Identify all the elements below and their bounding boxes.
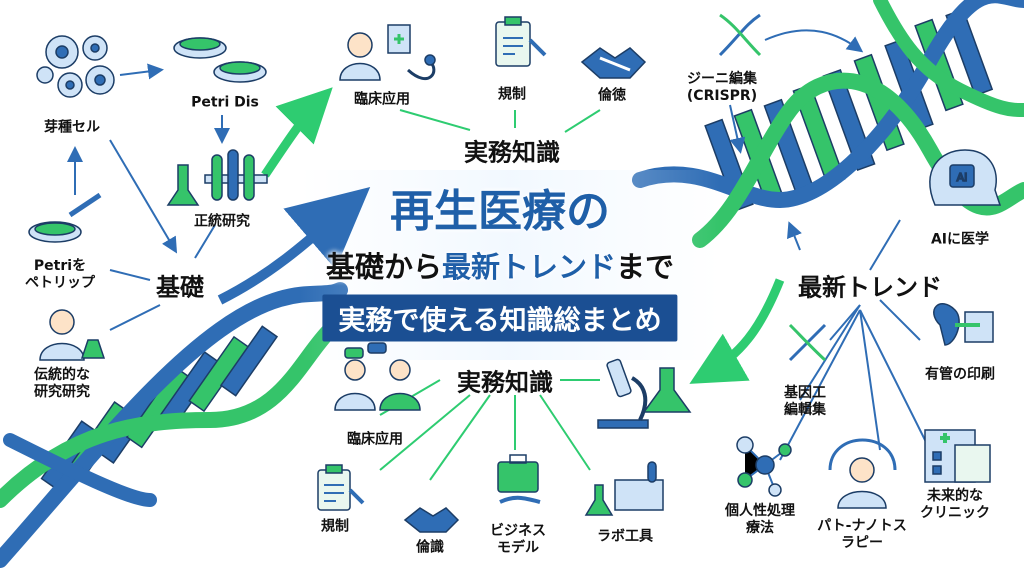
microscope-icon bbox=[597, 358, 692, 429]
test-tubes-icon bbox=[166, 149, 268, 206]
subtitle: 基礎から最新トレンドまで bbox=[326, 244, 674, 286]
label-nano: パト-ナノトス ラピー bbox=[817, 518, 907, 551]
clipboard-icon bbox=[495, 16, 547, 67]
ai-head-icon: AI bbox=[929, 149, 1002, 206]
label-petri-wo: Petriを ペトリップ bbox=[25, 258, 95, 291]
nano-doctor-icon bbox=[828, 438, 897, 509]
dna-icon bbox=[718, 13, 762, 57]
kidney-print-icon bbox=[933, 303, 994, 346]
scientist-icon bbox=[39, 309, 106, 361]
label-kisei-top: 規制 bbox=[498, 86, 526, 103]
lab-equipment-icon bbox=[584, 461, 664, 516]
doctor-icon bbox=[339, 24, 436, 81]
label-gasaibo: 芽種セル bbox=[44, 119, 100, 136]
dna-helix-left bbox=[0, 282, 348, 568]
label-idenshi: 基因工 編輯集 bbox=[784, 385, 826, 418]
label-rinshiki: 倫識 bbox=[416, 539, 444, 556]
petri-dish-icon bbox=[173, 37, 267, 83]
label-mirai: 未来的な クリニック bbox=[920, 488, 990, 521]
hub-kiso: 基礎 bbox=[156, 273, 204, 302]
handshake-icon bbox=[580, 47, 647, 79]
hospital-icon bbox=[924, 429, 991, 483]
handshake-icon bbox=[403, 507, 460, 533]
pipette-dish-icon bbox=[28, 192, 102, 243]
label-labo: ラボ工具 bbox=[597, 528, 653, 545]
arrow-kiso-to-title bbox=[217, 186, 371, 305]
label-rinsho-bottom: 臨床应用 bbox=[347, 431, 403, 448]
hub-jitsumu-top: 実務知識 bbox=[464, 138, 560, 167]
cells-icon bbox=[36, 35, 115, 98]
dna-helix-right bbox=[632, 0, 1024, 248]
label-yukan: 有管の印刷 bbox=[925, 366, 995, 383]
subtitle-part-a: 基礎から bbox=[325, 250, 442, 284]
hub-saishin: 最新トレンド bbox=[798, 273, 942, 302]
label-rinsho-top: 臨床应用 bbox=[354, 91, 410, 108]
consultation-icon bbox=[334, 342, 421, 411]
main-title: 再生医療の bbox=[390, 186, 610, 237]
label-seito: 正統研究 bbox=[194, 213, 250, 230]
label-petri-dis: Petri Dis bbox=[191, 94, 259, 111]
label-dentou: 伝統的な 研究研究 bbox=[34, 367, 90, 400]
label-ai: AIに医学 bbox=[930, 231, 990, 248]
arrow-trend-to-jitsumu bbox=[689, 278, 785, 384]
label-business: ビジネス モデル bbox=[490, 523, 546, 556]
label-rintoku: 倫徳 bbox=[598, 87, 626, 104]
dna-icon bbox=[788, 323, 827, 362]
svg-text:AI: AI bbox=[957, 171, 968, 184]
subtitle-part-c: まで bbox=[616, 250, 675, 284]
briefcase-icon bbox=[497, 454, 541, 504]
label-kojin: 個人性処理 療法 bbox=[725, 503, 795, 536]
arrow-kiso-to-jitsumu bbox=[261, 87, 333, 178]
label-kisei-bottom: 規制 bbox=[321, 518, 349, 535]
hub-jitsumu-bottom: 実務知識 bbox=[457, 368, 553, 397]
clipboard-icon bbox=[317, 464, 365, 511]
title-banner: 実務で使える知識総まとめ bbox=[322, 294, 678, 342]
subtitle-part-b: 最新トレンド bbox=[441, 250, 617, 284]
molecule-icon bbox=[736, 436, 792, 497]
label-gene: ジーニ編集 (CRISPR) bbox=[686, 71, 758, 104]
